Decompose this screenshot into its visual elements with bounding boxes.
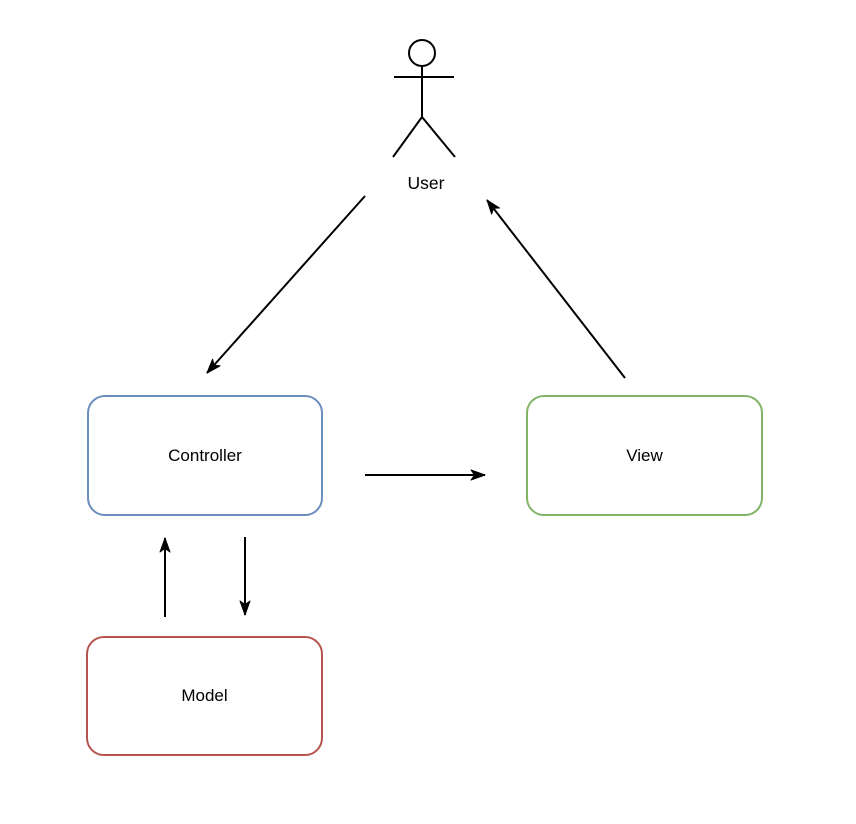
edge-view-to-user bbox=[486, 199, 626, 379]
actor-right-leg bbox=[421, 116, 456, 158]
actor-head bbox=[408, 39, 436, 67]
edge-user-to-controller bbox=[206, 195, 366, 374]
node-model-label: Model bbox=[181, 686, 228, 705]
node-model: Model bbox=[86, 636, 323, 756]
actor-left-leg bbox=[392, 116, 423, 158]
node-user-label: User bbox=[407, 173, 445, 193]
node-view-label: View bbox=[626, 445, 663, 465]
user-actor-icon bbox=[392, 39, 456, 158]
node-controller-label: Controller bbox=[168, 445, 242, 465]
node-controller: Controller bbox=[87, 395, 323, 516]
node-view: View bbox=[526, 395, 763, 516]
